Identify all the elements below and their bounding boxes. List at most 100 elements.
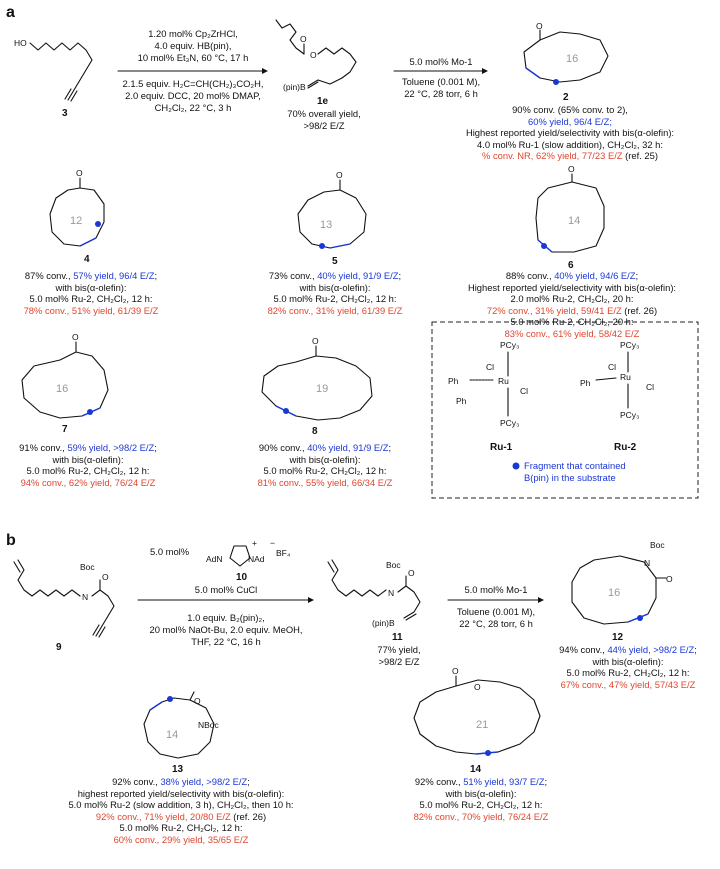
- ru2-cl-a: Cl: [608, 362, 616, 372]
- label-bpin-11: (pin)B: [372, 618, 395, 628]
- arrow-a1-head: [262, 68, 268, 74]
- ru1-cl-a: Cl: [486, 362, 494, 372]
- structure-5: O 13 5: [297, 170, 367, 267]
- label-bf4: BF₄: [276, 548, 291, 558]
- ru1-pcy3-top: PCy₃: [500, 340, 520, 350]
- panel-label-a: a: [6, 4, 15, 21]
- rxn-a1-conditions-bottom: 2.1.5 equiv. H₂C=CH(CH₂)₃CO₂H, 2.0 equiv…: [122, 78, 264, 113]
- structure-8: O 19 8: [261, 336, 373, 437]
- compound-11-id: 11: [392, 632, 403, 643]
- label-minus: −: [270, 538, 275, 548]
- label-o-4: O: [76, 168, 83, 178]
- ring-size-12: 16: [608, 587, 620, 599]
- structure-9: N Boc O 9: [13, 559, 115, 653]
- structure-10: AdN NAd + − BF₄ 10: [206, 538, 291, 583]
- label-n-9: N: [82, 592, 88, 602]
- rxn-a2-conditions: Toluene (0.001 M), 22 °C, 28 torr, 6 h: [401, 76, 481, 99]
- compound-6-id: 6: [568, 260, 574, 271]
- rxn-b1-cucl: 5.0 mol% CuCl: [194, 584, 258, 595]
- rxn-b2-catalyst: 5.0 mol% Mo-1: [464, 584, 528, 595]
- ring-size-13: 14: [166, 729, 178, 741]
- label-adn: AdN: [206, 554, 223, 564]
- ru1-id: Ru-1: [490, 442, 513, 453]
- compound-5-id: 5: [332, 256, 338, 267]
- ru2-id: Ru-2: [614, 442, 637, 453]
- structure-ru-1: PCy₃ Cl Ru Cl PCy₃ Ph Ph Ru-1: [448, 340, 528, 453]
- result-13: 92% conv., 38% yield, >98/2 E/Z; highest…: [68, 776, 294, 845]
- compound-10-id: 10: [236, 572, 248, 583]
- compound-13-id: 13: [172, 764, 184, 775]
- structure-14: O O 21 14: [413, 666, 541, 775]
- result-12: 94% conv., 44% yield, >98/2 E/Z; with bi…: [559, 644, 697, 690]
- label-o-12: O: [666, 574, 673, 584]
- label-o-5: O: [336, 170, 343, 180]
- compound-14-id: 14: [470, 764, 482, 775]
- structure-6: O 14 6: [535, 164, 605, 271]
- catalyst-box: [431, 321, 699, 499]
- ring-size-2: 16: [566, 53, 578, 65]
- label-o-14-ester: O: [474, 682, 481, 692]
- rxn-a1-conditions-top: 1.20 mol% Cp₂ZrHCl, 4.0 equiv. HB(pin), …: [137, 28, 249, 63]
- ring-size-7: 16: [56, 383, 68, 395]
- ring-size-14: 21: [476, 719, 488, 731]
- ru2-cl-b: Cl: [646, 382, 654, 392]
- arrow-b2-head: [538, 597, 544, 603]
- ru1-ph-a: Ph: [448, 376, 459, 386]
- ring-size-4: 12: [70, 215, 82, 227]
- result-5: 73% conv., 40% yield, 91/9 E/Z; with bis…: [267, 270, 403, 316]
- label-nboc-13: NBoc: [198, 720, 220, 730]
- structure-ru-2: PCy₃ Cl Ru Cl PCy₃ Ph Ru-2: [580, 340, 654, 453]
- ru2-pcy3-top: PCy₃: [620, 340, 640, 350]
- rxn-a2-catalyst: 5.0 mol% Mo-1: [409, 56, 473, 67]
- ru1-pcy3-bottom: PCy₃: [500, 418, 520, 428]
- result-2: 90% conv. (65% conv. to 2), 60% yield, 9…: [465, 104, 675, 162]
- label-n-12: N: [644, 558, 650, 568]
- structure-3: HO 3: [14, 38, 93, 119]
- ru1-ph-b: Ph: [456, 396, 467, 406]
- compound-2-id: 2: [563, 92, 569, 103]
- ru1-cl-b: Cl: [520, 386, 528, 396]
- label-o-14-carbonyl: O: [452, 666, 459, 676]
- structure-13: O NBoc 14 13: [143, 691, 220, 775]
- result-6: 88% conv., 40% yield, 94/6 E/Z; Highest …: [467, 270, 677, 339]
- label-o-11: O: [408, 568, 415, 578]
- arrow-a2-head: [482, 68, 488, 74]
- compound-8-id: 8: [312, 426, 318, 437]
- structure-1e: O O (pin)B 1e: [275, 19, 357, 107]
- structure-7: O 16 7: [21, 332, 109, 435]
- label-o-13: O: [194, 696, 201, 706]
- result-1e: 70% overall yield, >98/2 E/Z: [287, 108, 361, 131]
- ru2-ph: Ph: [580, 378, 591, 388]
- ru2-ru: Ru: [620, 372, 631, 382]
- compound-9-id: 9: [56, 642, 62, 653]
- label-nad: NAd: [248, 554, 265, 564]
- result-4: 87% conv., 57% yield, 96/4 E/Z; with bis…: [23, 270, 159, 316]
- compound-4-id: 4: [84, 254, 90, 265]
- label-boc-11: Boc: [386, 560, 401, 570]
- compound-7-id: 7: [62, 424, 68, 435]
- structure-12: Boc N O 16 12: [571, 540, 673, 643]
- compound-3-id: 3: [62, 108, 68, 119]
- panel-label-b: b: [6, 532, 16, 549]
- legend-blue-dot-icon: [512, 462, 520, 470]
- arrow-b1-head: [308, 597, 314, 603]
- label-boc-9: Boc: [80, 562, 95, 572]
- ring-size-5: 13: [320, 219, 332, 231]
- label-o-2: O: [536, 21, 543, 31]
- label-o-8: O: [312, 336, 319, 346]
- rxn-b1-conditions: 1.0 equiv. B₂(pin)₂, 20 mol% NaOt-Bu, 2.…: [149, 612, 303, 647]
- label-o-7: O: [72, 332, 79, 342]
- result-7: 91% conv., 59% yield, >98/2 E/Z; with bi…: [19, 442, 157, 488]
- rxn-b2-conditions: Toluene (0.001 M), 22 °C, 28 torr, 6 h: [456, 606, 536, 629]
- ru2-pcy3-bottom: PCy₃: [620, 410, 640, 420]
- structure-4: O 12 4: [49, 168, 105, 265]
- label-n-11: N: [388, 588, 394, 598]
- label-o-9: O: [102, 572, 109, 582]
- result-14: 92% conv., 51% yield, 93/7 E/Z; with bis…: [413, 776, 549, 822]
- label-o-1e-carbonyl: O: [300, 34, 307, 44]
- compound-12-id: 12: [612, 632, 624, 643]
- rxn-b1-catalyst-loading: 5.0 mol%: [150, 546, 190, 557]
- structure-11: N Boc O (pin)B 11: [327, 559, 421, 643]
- label-plus: +: [252, 538, 257, 548]
